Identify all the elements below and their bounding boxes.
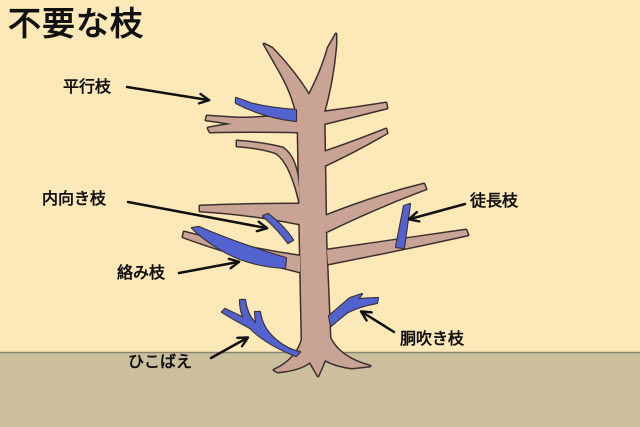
arrow-sucker xyxy=(209,336,250,360)
label-water-sprout: 徒長枝 xyxy=(470,191,519,210)
label-crossing-branch: 絡み枝 xyxy=(117,263,166,282)
label-sucker: ひこばえ xyxy=(128,352,193,371)
label-trunk-sprout: 胴吹き枝 xyxy=(400,329,465,348)
arrow-crossing-branch xyxy=(177,257,241,275)
arrow-trunk-sprout xyxy=(359,310,396,334)
arrow-inward-branch xyxy=(126,200,269,233)
arrow-water-sprout xyxy=(407,202,467,223)
label-inward-branch: 内向き枝 xyxy=(42,189,107,208)
arrow-parallel-branch xyxy=(125,85,211,105)
page-title: 不要な枝 xyxy=(8,4,144,43)
label-parallel-branch: 平行枝 xyxy=(63,77,112,96)
